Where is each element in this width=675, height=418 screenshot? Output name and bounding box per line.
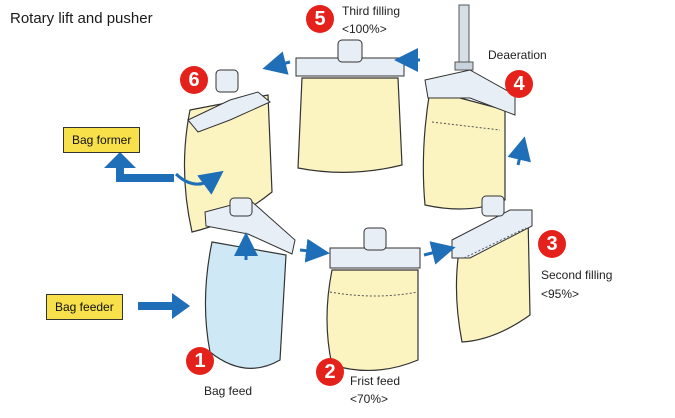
step-label-5: Third filling	[342, 4, 401, 18]
step-sublabel-5: <100%>	[342, 22, 387, 36]
step-badge-1: 1	[186, 347, 214, 375]
step-badge-2: 2	[316, 358, 344, 386]
bag-station-1	[204, 197, 296, 369]
bag-station-5	[295, 39, 405, 173]
bag-feeder-arrow	[138, 293, 190, 319]
bag-station-4	[422, 69, 516, 210]
step-badge-6: 6	[180, 66, 208, 94]
bag-former-box: Bag former	[63, 127, 141, 153]
bag-station-6	[183, 69, 273, 233]
diagram-title: Rotary lift and pusher	[10, 10, 153, 27]
step-label-3: Second filling	[541, 268, 613, 282]
step-badge-5: 5	[306, 5, 334, 33]
rotation-arrows	[174, 48, 531, 265]
step-sublabel-2: <70%>	[350, 392, 389, 406]
step-label-4: Deaeration	[488, 48, 547, 62]
step-badge-3: 3	[538, 230, 566, 258]
bag-station-2	[326, 227, 421, 372]
deaeration-nozzle	[454, 4, 474, 71]
step-label-2: Frist feed	[350, 374, 401, 388]
step-sublabel-3: <95%>	[541, 287, 580, 301]
bag-feeder-box: Bag feeder	[46, 294, 123, 320]
bag-former-arrow	[104, 152, 174, 182]
step-label-1: Bag feed	[204, 384, 253, 398]
bag-station-3	[451, 195, 533, 343]
step-badge-4: 4	[505, 70, 533, 98]
